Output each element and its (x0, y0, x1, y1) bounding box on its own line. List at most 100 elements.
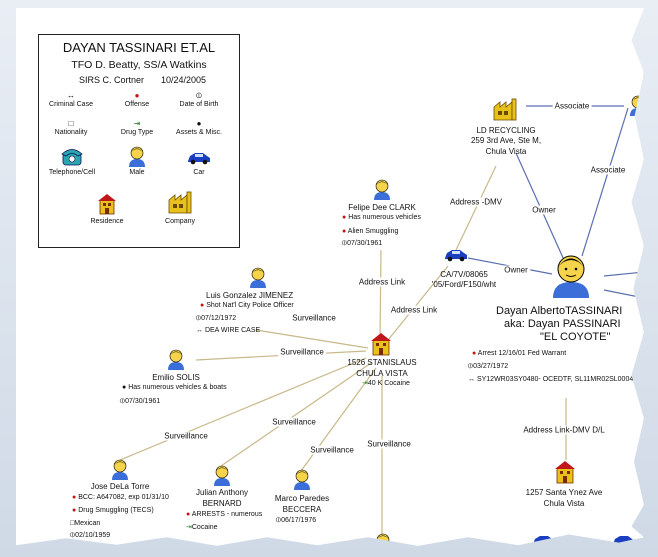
link-label-associate-right: Associate (588, 165, 628, 175)
legend-assets: Assets & Misc. (176, 129, 222, 136)
link-julian-stanislaus (220, 362, 372, 467)
jose-male-icon (112, 459, 128, 480)
link-label-address-link-felipe: Address Link (356, 277, 408, 287)
santa-ynez-city: Chula Vista (543, 499, 585, 508)
felipe-male-icon (374, 179, 390, 200)
legend-dob: Date of Birth (179, 101, 219, 108)
felipe-assets-dot: ● (342, 214, 347, 221)
legend-offense-glyph: ● (134, 91, 140, 100)
link-dayan-right-top (581, 107, 629, 257)
link-chart-paper: Associate Associate Address -DMV Owner O… (16, 8, 644, 546)
car-description: '05/Ford/F150/wht (431, 280, 497, 289)
jose-name: Jose DeLa Torre (90, 482, 150, 491)
legend-sirs: SIRS C. Cortner (79, 75, 145, 85)
jose-dob: 02/10/1959 (75, 532, 111, 539)
stanislaus-city: CHULA VISTA (356, 369, 408, 378)
car-icon (188, 153, 210, 165)
car-icon-partial-2 (613, 536, 635, 546)
legend-offense: Offense (124, 101, 150, 108)
link-label-owner-ld: Owner (530, 205, 558, 215)
legend-drug-type: Drug Type (120, 129, 154, 136)
santa-ynez-residence-icon (555, 461, 575, 484)
dayan-nickname: "EL COYOTE" (540, 331, 611, 343)
legend-telephone: Telephone/Cell (48, 169, 96, 176)
legend-nationality-glyph: □ (68, 119, 74, 128)
link-label-address-dmv: Address -DMV (447, 197, 505, 207)
dayan-dob-glyph: ⦶ (468, 363, 474, 370)
ld-recycling-name: LD RECYCLING (476, 126, 536, 135)
luis-case-glyph: ↔ (196, 327, 203, 334)
marco-name-last: BECCERA (282, 505, 322, 514)
julian-drug-glyph: ⇥ (186, 524, 192, 531)
dayan-aka: aka: Dayan PASSINARI (504, 318, 621, 330)
marco-dob: 06/17/1976 (281, 517, 317, 524)
ld-recycling-addr2: Chula Vista (485, 147, 527, 156)
luis-dob-glyph: ⦶ (196, 315, 202, 322)
stanislaus-address: 1526 STANISLAUS (347, 358, 417, 367)
legend-criminal-case-glyph: ↔ (67, 91, 75, 100)
julian-male-icon (214, 465, 230, 486)
link-label-address-link-dmv-dl: Address Link-DMV D/L (521, 425, 607, 435)
julian-fact1: ARRESTS - numerous (191, 511, 263, 518)
luis-offense-dot: ● (200, 302, 205, 309)
jose-fact2: Drug Smuggling (TECS) (78, 507, 154, 514)
stanislaus-residence-icon (371, 333, 391, 356)
link-label-owner-car: Owner (502, 265, 530, 275)
legend-dob-glyph: ⦶ (196, 91, 202, 100)
emilio-name: Emilio SOLIS (152, 373, 200, 382)
felipe-offense-dot: ● (342, 228, 347, 235)
ld-recycling-addr1: 259 3rd Ave, Ste M, (470, 136, 542, 145)
company-icon (168, 191, 192, 214)
felipe-dob-glyph: ⦶ (342, 240, 348, 247)
marco-dob-glyph: ⦶ (276, 517, 282, 524)
luis-male-icon (250, 267, 266, 288)
legend-title: DAYAN TASSINARI ET.AL (62, 40, 216, 55)
link-ld-car (455, 165, 497, 251)
link-felipe-stanislaus (379, 249, 382, 341)
suspect-car-icon (445, 250, 467, 262)
car-plate: CA/7V/08065 (440, 270, 488, 279)
dayan-name: Dayan AlbertoTASSINARI (496, 305, 623, 317)
legend-nationality: Nationality (54, 129, 88, 136)
link-dayan-right-2 (603, 289, 644, 299)
jose-nationality: Mexican (74, 520, 101, 527)
link-luis-stanislaus (255, 329, 369, 349)
felipe-fact1: Has numerous vehicles (348, 214, 421, 221)
emilio-assets-dot: ● (122, 384, 127, 391)
link-label-surv-marco: Surveillance (308, 445, 356, 455)
luis-case: DEA WIRE CASE (204, 327, 261, 334)
emilio-dob-glyph: ⦶ (120, 398, 126, 405)
jose-dob-glyph: ⦶ (70, 532, 76, 539)
marco-name-first: Marco Paredes (274, 494, 330, 503)
ld-recycling-company-icon (493, 98, 517, 121)
dayan-offense-dot: ● (472, 350, 477, 357)
link-label-surv-jose: Surveillance (162, 431, 210, 441)
jose-offense-dot: ● (72, 507, 77, 514)
link-car-stanislaus (387, 265, 449, 341)
legend-residence: Residence (90, 218, 124, 225)
dayan-case-glyph: ↔ (468, 376, 475, 383)
male-icon-partial-top (630, 95, 644, 116)
legend-car: Car (193, 169, 205, 176)
legend-subtitle: TFO D. Beatty, SS/A Watkins (71, 59, 207, 71)
santa-ynez-address: 1257 Santa Ynez Ave (525, 488, 603, 497)
telephone-icon (61, 149, 83, 166)
legend: DAYAN TASSINARI ET.AL TFO D. Beatty, SS/… (38, 34, 240, 248)
luis-dob: 07/12/1972 (201, 315, 237, 322)
male-icon (129, 146, 145, 167)
julian-offense-dot: ● (186, 511, 191, 518)
link-label-surv-luis: Surveillance (290, 313, 338, 323)
marco-male-icon (294, 469, 310, 490)
legend-date: 10/24/2005 (161, 75, 207, 85)
dayan-male-icon (553, 255, 589, 298)
link-label-address-link-car: Address Link (388, 305, 440, 315)
julian-name-last: BERNARD (202, 499, 242, 508)
emilio-male-icon (168, 349, 184, 370)
link-label-surv-julian: Surveillance (270, 417, 318, 427)
link-label-associate-top: Associate (552, 101, 592, 111)
link-dayan-right (603, 271, 644, 277)
dayan-case: SY12WR03SY0480- OCEDTF, SL11MR02SL0004- (476, 376, 636, 383)
jose-assets-dot: ● (72, 494, 77, 501)
legend-assets-glyph: ● (196, 119, 202, 128)
male-icon-partial-bottom (376, 533, 390, 546)
